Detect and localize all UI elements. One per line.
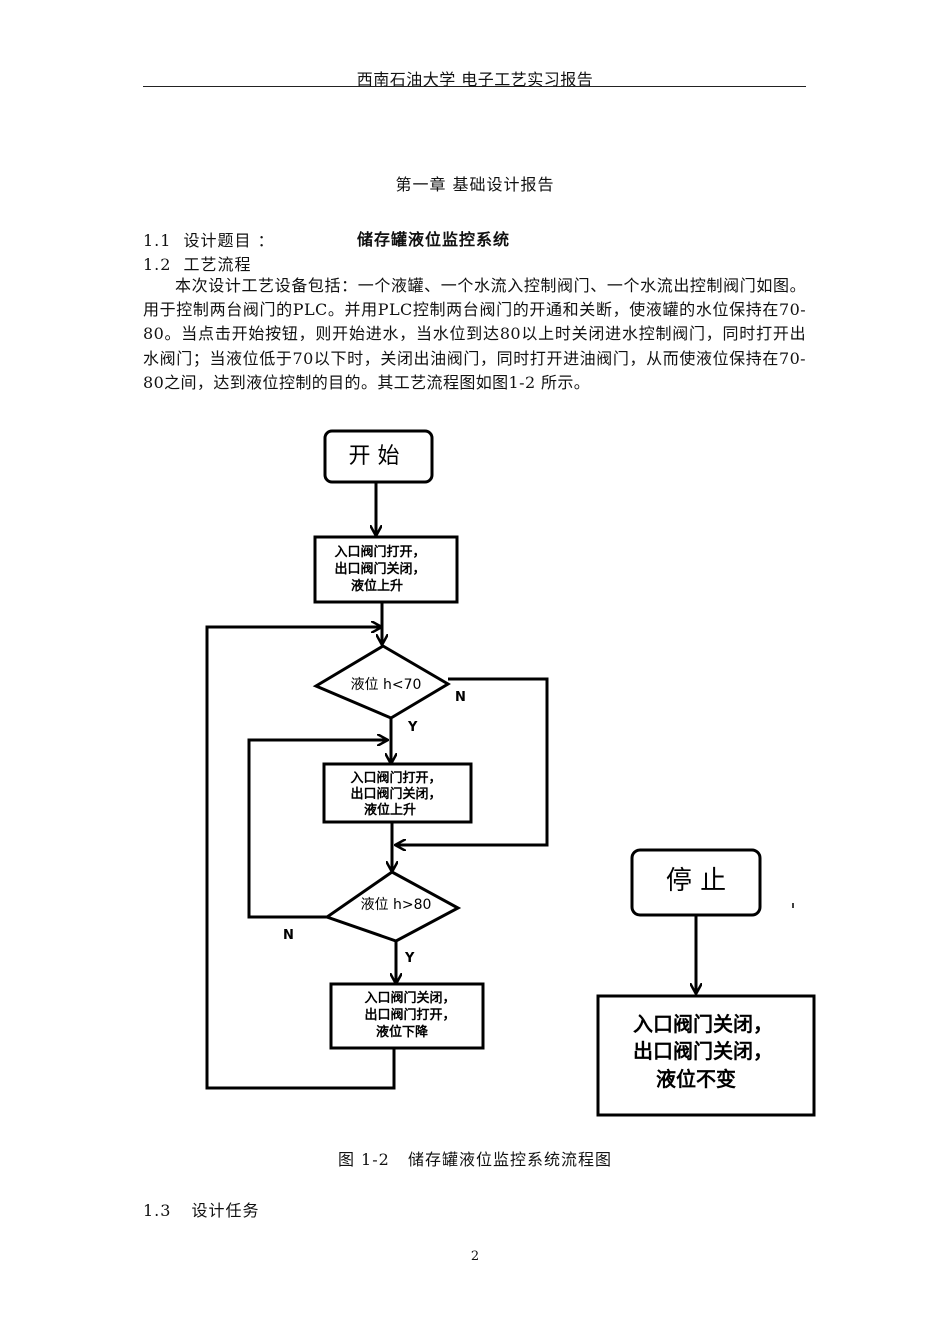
stop-label: 停 止 bbox=[666, 866, 726, 896]
process-description: 本次设计工艺设备包括：一个液罐、一个水流入控制阀门、一个水流出控制阀门如图。用于… bbox=[143, 274, 806, 395]
section-number: 1.3 bbox=[143, 1201, 172, 1220]
box1-line-2: 出口阀门关闭， bbox=[334, 561, 425, 577]
section-number: 1.1 bbox=[143, 231, 172, 250]
section-1-2: 1.2 工艺流程 bbox=[143, 251, 252, 275]
paragraph-text: 本次设计工艺设备包括：一个液罐、一个水流入控制阀门、一个水流出控制阀门如图。用于… bbox=[143, 276, 806, 392]
section-1-3: 1.3 设计任务 bbox=[143, 1197, 260, 1221]
section-label: 设计题目 ： bbox=[183, 231, 275, 250]
box2-line-2: 出口阀门关闭， bbox=[350, 786, 441, 802]
decision2-yes-label: Y bbox=[404, 951, 415, 966]
header-rule bbox=[143, 86, 806, 87]
decision1-no-label: N bbox=[455, 690, 466, 705]
section-1-1: 1.1 设计题目 ： bbox=[143, 227, 275, 251]
box3-line-1: 入口阀门关闭， bbox=[364, 990, 455, 1006]
page-number: 2 bbox=[470, 1249, 480, 1264]
box4-line-1: 入口阀门关闭， bbox=[633, 1012, 773, 1036]
connector-decision1-no bbox=[395, 677, 549, 845]
decision1-label: 液位 h<70 bbox=[351, 677, 422, 693]
decision2-label: 液位 h>80 bbox=[361, 897, 432, 913]
start-terminal bbox=[323, 429, 434, 484]
process-box-2 bbox=[322, 762, 473, 824]
decision1-yes-label: Y bbox=[407, 720, 418, 735]
page-header-title: 西南石油大学 电子工艺实习报告 bbox=[356, 70, 594, 89]
process-box-1 bbox=[313, 535, 459, 604]
section-label: 设计任务 bbox=[191, 1201, 260, 1220]
box3-line-2: 出口阀门打开， bbox=[364, 1007, 455, 1023]
box4-line-3: 液位不变 bbox=[656, 1067, 736, 1091]
stop-terminal bbox=[630, 848, 762, 917]
connector-loop-outer bbox=[205, 627, 396, 1090]
process-box-3 bbox=[329, 982, 485, 1050]
chapter-title: 第一章 基础设计报告 bbox=[395, 175, 555, 194]
section-number: 1.2 bbox=[143, 255, 172, 274]
box1-line-3: 液位上升 bbox=[351, 578, 403, 594]
process-box-4 bbox=[596, 994, 816, 1117]
start-label: 开 始 bbox=[349, 444, 400, 469]
box4-line-2: 出口阀门关闭， bbox=[633, 1039, 773, 1063]
design-topic: 储存罐液位监控系统 bbox=[357, 230, 511, 249]
figure-caption: 图 1-2 储存罐液位监控系统流程图 bbox=[337, 1150, 613, 1169]
box1-line-1: 入口阀门打开， bbox=[334, 544, 425, 560]
decision2-no-label: N bbox=[283, 928, 294, 943]
box3-line-3: 液位下降 bbox=[376, 1024, 429, 1040]
box2-line-1: 入口阀门打开， bbox=[350, 770, 441, 786]
box2-line-3: 液位上升 bbox=[364, 802, 416, 818]
section-label: 工艺流程 bbox=[183, 255, 252, 274]
connector-decision2-no bbox=[247, 740, 388, 919]
